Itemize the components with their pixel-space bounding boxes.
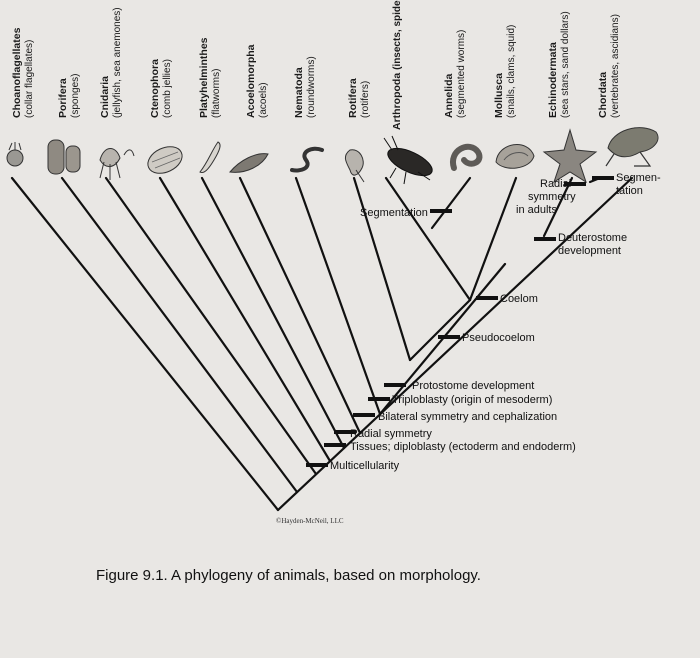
taxa-labels: Choanoflagellates (collar flagellates) P… — [11, 0, 621, 130]
ctenophore-icon — [147, 146, 183, 174]
taxon-common-nematoda: (roundworms) — [306, 56, 317, 118]
mark-deuterostome — [534, 237, 556, 241]
taxon-common-rotifera: (rotifers) — [360, 81, 371, 118]
mark-protostome — [384, 383, 406, 387]
mark-coelom — [476, 296, 498, 300]
branch-echinodermata-stem — [542, 176, 574, 238]
taxon-name-porifera: Porifera — [57, 78, 69, 118]
taxon-common-acoelomorpha: (acoels) — [258, 82, 269, 118]
taxon-name-cnidaria: Cnidaria — [99, 76, 111, 118]
taxon-name-chordata: Chordata — [597, 72, 609, 118]
taxon-name-choanoflagellates: Choanoflagellates — [11, 27, 23, 118]
trait-labels: Multicellularity Tissues; diploblasty (e… — [330, 172, 661, 472]
branch-annelida — [430, 176, 472, 230]
branch-coelom-stem — [408, 298, 472, 362]
trait-markers — [306, 176, 614, 467]
taxon-common-choanoflagellates: (collar flagellates) — [24, 40, 35, 118]
branch-trunk — [276, 176, 634, 512]
frog-icon — [605, 127, 659, 167]
sponge-icon — [47, 139, 81, 175]
trait-radial-adults-1: Radial — [540, 178, 571, 190]
mark-pseudocoelom — [438, 335, 460, 339]
roundworm-icon — [290, 146, 324, 173]
figure-caption: Figure 9.1. A phylogeny of animals, base… — [96, 567, 481, 584]
mark-bilateral — [353, 413, 375, 417]
flatworm-icon — [199, 141, 221, 173]
mark-segmentation-right — [592, 176, 614, 180]
taxon-common-platyhelminthes: (flatworms) — [211, 69, 222, 118]
arthropod-icon — [383, 135, 433, 185]
taxon-name-annelida: Annelida — [443, 74, 455, 118]
acoel-icon — [229, 153, 269, 173]
taxon-name-rotifera: Rotifera — [347, 78, 359, 118]
taxon-name-platyhelminthes: Platyhelminthes — [198, 37, 210, 118]
taxon-common-annelida: (segmented worms) — [456, 30, 467, 118]
branch-ctenophora — [158, 176, 332, 463]
taxon-name-acoelomorpha: Acoelomorpha — [245, 44, 257, 118]
trait-bilateral: Bilateral symmetry and cephalization — [378, 411, 557, 423]
mark-radial-adults — [564, 182, 586, 186]
trait-segmentation-right-2: tation — [616, 185, 643, 197]
trait-segmentation-right-1: Segmen- — [616, 172, 661, 184]
trait-radial-adults-3: in adults — [516, 204, 557, 216]
mark-tissues — [324, 443, 346, 447]
trait-radial-adults-2: symmetry — [528, 191, 576, 203]
trait-deuterostome-line1: Deuterostome — [558, 232, 627, 244]
taxon-name-ctenophora: Ctenophora — [149, 59, 161, 118]
taxon-common-echinodermata: (sea stars, sand dollars) — [560, 11, 571, 118]
branch-mollusca — [468, 176, 518, 302]
mark-multicellularity — [306, 463, 328, 467]
branch-acoelomorpha — [238, 176, 362, 435]
sea-star-icon — [542, 128, 598, 184]
trait-multicellularity: Multicellularity — [330, 460, 400, 472]
taxon-name-nematoda: Nematoda — [293, 67, 305, 118]
trait-pseudocoelom: Pseudocoelom — [462, 332, 535, 344]
rotifer-icon — [344, 149, 365, 183]
cnidaria-icon — [99, 148, 135, 180]
branch-rotifera — [352, 176, 412, 362]
mark-radial-symmetry — [334, 430, 356, 434]
trait-coelom: Coelom — [500, 293, 538, 305]
trait-tissues: Tissues; diploblasty (ectoderm and endod… — [350, 441, 576, 453]
taxon-common-ctenophora: (comb jellies) — [162, 59, 173, 118]
trait-radial-symmetry: Radial symmetry — [350, 428, 432, 440]
copyright-text: ©Hayden-McNeil, LLC — [276, 517, 344, 525]
branch-choanoflagellates — [10, 176, 280, 512]
choanoflagellate-icon — [6, 142, 24, 167]
taxon-common-mollusca: (snails, clams, squid) — [506, 25, 517, 118]
branch-nematoda — [294, 176, 382, 416]
taxon-name-echinodermata: Echinodermata — [547, 42, 559, 118]
annelid-icon — [450, 143, 483, 171]
trait-protostome: Protostome development — [412, 380, 534, 392]
trait-triploblasty: Triploblasty (origin of mesoderm) — [392, 394, 552, 406]
taxon-common-chordata: (vertebrates, ascidians) — [610, 14, 621, 118]
branch-arthropoda — [384, 176, 472, 302]
branch-porifera — [60, 176, 299, 494]
taxon-name-arthropoda: Arthropoda (insects, spiders, crustacean… — [391, 0, 403, 130]
tree-branches — [10, 176, 634, 512]
mark-triploblasty — [368, 397, 390, 401]
branch-platyhelminthes — [200, 176, 346, 450]
taxon-name-mollusca: Mollusca — [493, 73, 505, 118]
taxon-common-cnidaria: (jellyfish, sea anemones) — [112, 7, 123, 118]
mollusk-icon — [495, 144, 535, 169]
trait-deuterostome-line2: development — [558, 245, 621, 257]
trait-segmentation-left: Segmentation — [360, 207, 428, 219]
mark-segmentation-left — [430, 209, 452, 213]
branch-cnidaria — [104, 176, 318, 476]
organism-illustrations — [6, 127, 659, 185]
taxon-common-porifera: (sponges) — [70, 74, 81, 118]
